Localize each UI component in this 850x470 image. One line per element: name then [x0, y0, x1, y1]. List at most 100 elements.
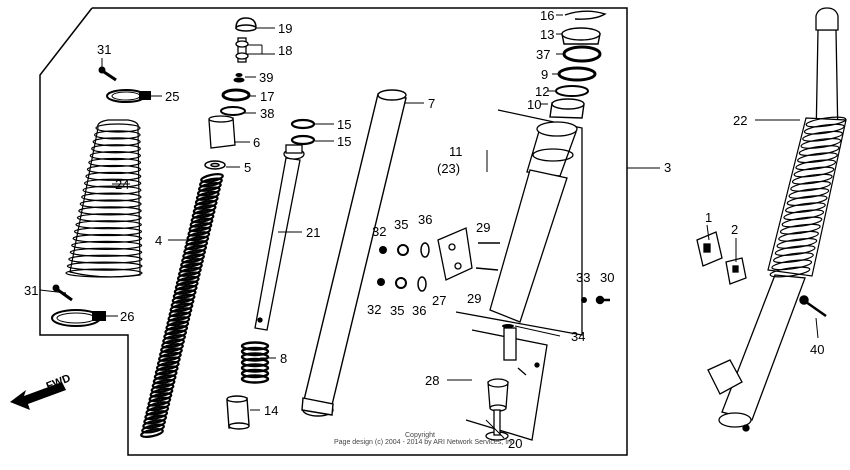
- part-label-15-lower: 15: [337, 134, 351, 149]
- part-label-19: 19: [278, 21, 292, 36]
- o-ring-38: [220, 106, 246, 116]
- spring-coil: [172, 289, 197, 300]
- boot-rib: [95, 123, 141, 133]
- boot-rib: [778, 230, 819, 242]
- washer-36-upper: [420, 242, 430, 258]
- spring-coil: [171, 293, 196, 304]
- spring-collar: [208, 115, 236, 149]
- part-label-26: 26: [120, 309, 134, 324]
- washer-33: [581, 297, 587, 303]
- boot-rib: [79, 199, 142, 209]
- part-labels: 1 2 3 4 5 6 7 8 9 10 11 (23) 12 13 14 15…: [24, 8, 824, 451]
- piston-ring-upper: [290, 118, 316, 130]
- spring-coil: [164, 325, 189, 336]
- part-label-36-upper: 36: [418, 212, 432, 227]
- spring-coil: [158, 351, 182, 362]
- part-label-31-lower: 31: [24, 283, 38, 298]
- spring-coil: [176, 271, 201, 282]
- screw-31-lower: [52, 284, 73, 302]
- fork-tube: [301, 89, 407, 417]
- spring-coil: [149, 387, 174, 398]
- boot-rib: [771, 259, 813, 271]
- bolt-39: [233, 73, 245, 83]
- spring-coil: [155, 360, 180, 371]
- boot-rib: [85, 171, 142, 181]
- oil-seal-9: [557, 66, 597, 82]
- nut-32-upper: [379, 246, 387, 254]
- spring-coil: [159, 347, 183, 358]
- part-label-40: 40: [810, 342, 824, 357]
- part-label-32-upper: 32: [372, 224, 386, 239]
- boot-rib: [793, 166, 835, 178]
- rebound-spring-coil: [240, 352, 270, 362]
- part-label-38: 38: [260, 106, 274, 121]
- spring-coil: [185, 235, 210, 246]
- spring-coil: [145, 405, 170, 416]
- bolt-40: [799, 295, 827, 318]
- part-label-2: 2: [731, 222, 738, 237]
- part-label-34: 34: [571, 329, 585, 344]
- fork-spring: [140, 173, 224, 438]
- spring-coil: [152, 374, 177, 385]
- part-label-25: 25: [165, 89, 179, 104]
- boot-rib: [78, 206, 142, 216]
- boot-rib: [91, 144, 141, 154]
- part-label-18: 18: [278, 43, 292, 58]
- enclosure-outline: [39, 7, 628, 456]
- washer-35-upper: [397, 244, 409, 256]
- dust-boot-left: [65, 119, 143, 278]
- part-label-33: 33: [576, 270, 590, 285]
- spring-coil: [156, 356, 181, 367]
- rebound-spring-coil: [240, 363, 270, 373]
- spring-coil: [183, 244, 208, 255]
- boot-rib: [788, 187, 830, 199]
- stud-29-lower: [475, 267, 499, 271]
- spring-coil: [141, 423, 165, 434]
- part-label-35-lower: 35: [390, 303, 404, 318]
- rebound-spring-coil: [240, 341, 270, 351]
- part-label-17: 17: [260, 89, 274, 104]
- boot-rib: [773, 252, 814, 264]
- boot-clamp-lower: [51, 309, 106, 327]
- boot-rib: [82, 185, 142, 195]
- part-label-21: 21: [306, 225, 320, 240]
- bracket-2: [725, 257, 747, 285]
- part-label-37: 37: [536, 47, 550, 62]
- part-label-22: 22: [733, 113, 747, 128]
- boot-rib: [795, 159, 837, 171]
- back-up-ring-12: [555, 85, 589, 97]
- spring-coil: [144, 410, 169, 421]
- spring-coil: [170, 298, 195, 309]
- spring-coil: [168, 307, 193, 318]
- boot-rib: [81, 192, 142, 202]
- part-label-27: 27: [432, 293, 446, 308]
- boot-rib: [776, 237, 818, 249]
- part-label-8: 8: [280, 351, 287, 366]
- bracket-1: [696, 231, 723, 267]
- part-label-6: 6: [253, 135, 260, 150]
- part-label-7: 7: [428, 96, 435, 111]
- spring-coil: [166, 316, 191, 327]
- part-label-32-lower: 32: [367, 302, 381, 317]
- boot-rib: [89, 151, 141, 161]
- spring-coil: [181, 253, 205, 264]
- boot-rib: [72, 233, 143, 244]
- spring-coil: [163, 329, 188, 340]
- boot-rib: [797, 152, 838, 164]
- boot-rib: [774, 245, 816, 257]
- spring-coil: [184, 240, 209, 251]
- spring-coil: [195, 190, 220, 201]
- spring-coil: [143, 414, 168, 425]
- rebound-spring: [240, 341, 270, 384]
- retaining-clip-16: [564, 10, 607, 20]
- washer-34: [502, 324, 514, 328]
- boot-rib: [71, 240, 143, 250]
- spring-coil: [182, 249, 206, 260]
- spring-coil: [162, 334, 186, 345]
- spring-coil: [178, 266, 202, 277]
- spring-coil: [193, 199, 218, 210]
- spring-coil: [175, 275, 200, 286]
- part-label-5: 5: [244, 160, 251, 175]
- boot-rib: [769, 266, 811, 278]
- spring-coil: [151, 378, 176, 389]
